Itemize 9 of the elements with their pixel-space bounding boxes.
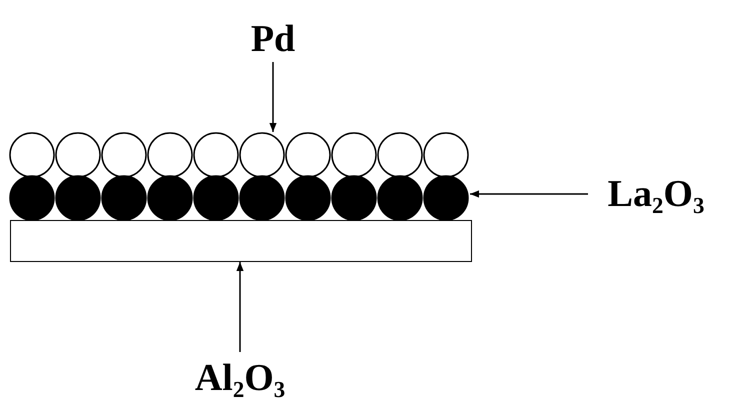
leader-arrow [269,62,277,132]
leader-arrow [236,262,244,352]
layer-label: La$_{2}$O$_{3}$ [588,168,724,220]
atom-row-drawing [8,132,470,178]
layer-label: Al$_{2}$O$_{3}$ [172,352,308,404]
layer-label: Pd [230,16,316,62]
substrate-slab [10,220,472,262]
atom-row-drawing [8,175,470,221]
leader-arrow [470,190,588,198]
